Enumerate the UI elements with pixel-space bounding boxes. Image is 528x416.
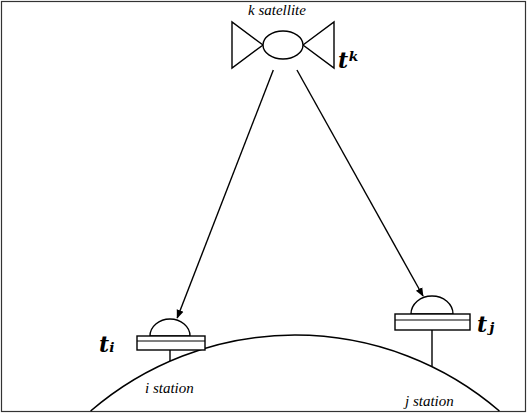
clock-symbol: tⱼ <box>477 312 494 336</box>
station-symbol <box>137 319 205 361</box>
signal-arrow <box>177 70 273 318</box>
clock-symbol: tᵢ <box>99 332 114 356</box>
station-name: j station <box>405 393 454 410</box>
clock-symbol: tᵏ <box>338 48 360 72</box>
station-node: tᵢi station <box>137 318 205 350</box>
station-node: k satellitetᵏ <box>232 20 334 70</box>
station-name: i station <box>145 380 194 397</box>
satellite-name: k satellite <box>248 2 306 19</box>
satellite-symbol <box>232 22 334 68</box>
signal-arrow <box>297 70 423 296</box>
earth-arc <box>91 335 500 411</box>
station-node: tⱼj station <box>395 296 470 330</box>
station-symbol <box>395 296 470 366</box>
frame <box>2 2 526 412</box>
